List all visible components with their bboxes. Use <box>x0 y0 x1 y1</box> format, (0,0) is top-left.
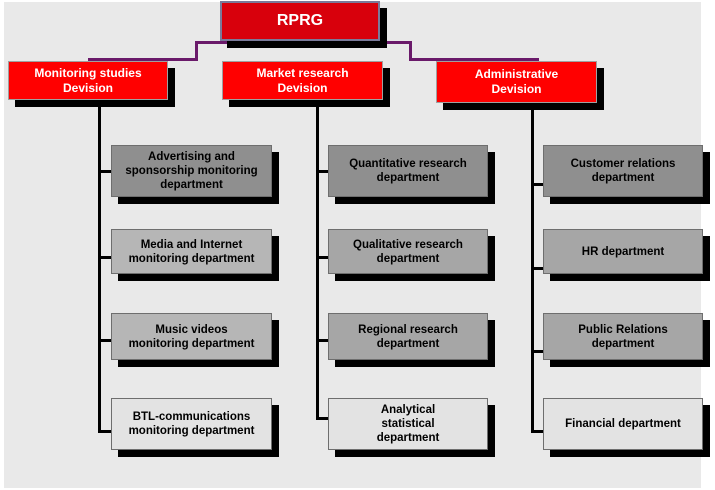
division-spine <box>316 100 319 420</box>
root-connector <box>195 41 198 61</box>
dept-advertising-sponsorship-monitoring: Advertising and sponsorship monitoring d… <box>111 145 272 197</box>
branch-connector <box>531 267 545 270</box>
branch-connector <box>316 256 330 259</box>
branch-connector <box>316 170 330 173</box>
branch-connector <box>316 417 330 420</box>
division-spine <box>98 100 101 433</box>
branch-connector <box>98 170 113 173</box>
branch-connector <box>531 430 545 433</box>
division-monitoring-studies: Monitoring studies Devision <box>8 61 168 100</box>
root-connector <box>409 41 412 61</box>
division-spine <box>531 100 534 433</box>
branch-connector <box>98 256 113 259</box>
branch-connector <box>98 430 113 433</box>
root-connector <box>409 58 539 61</box>
dept-regional-research: Regional research department <box>328 313 488 360</box>
dept-customer-relations: Customer relations department <box>543 145 703 197</box>
dept-public-relations: Public Relations department <box>543 313 703 360</box>
dept-financial: Financial department <box>543 398 703 450</box>
dept-quantitative-research: Quantitative research department <box>328 145 488 197</box>
division-administrative: Administrative Devision <box>436 61 597 103</box>
branch-connector <box>531 350 545 353</box>
dept-qualitative-research: Qualitative research department <box>328 229 488 274</box>
dept-hr: HR department <box>543 229 703 274</box>
root-connector <box>195 41 412 44</box>
branch-connector <box>98 339 113 342</box>
division-market-research: Market research Devision <box>222 61 383 100</box>
branch-connector <box>316 339 330 342</box>
root-node: RPRG <box>220 1 380 41</box>
dept-analytical-statistical: Analytical statistical department <box>328 398 488 450</box>
dept-music-videos-monitoring: Music videos monitoring department <box>111 313 272 360</box>
branch-connector <box>531 183 545 186</box>
root-connector <box>88 58 198 61</box>
dept-media-internet-monitoring: Media and Internet monitoring department <box>111 229 272 274</box>
dept-btl-communications-monitoring: BTL-communications monitoring department <box>111 398 272 450</box>
